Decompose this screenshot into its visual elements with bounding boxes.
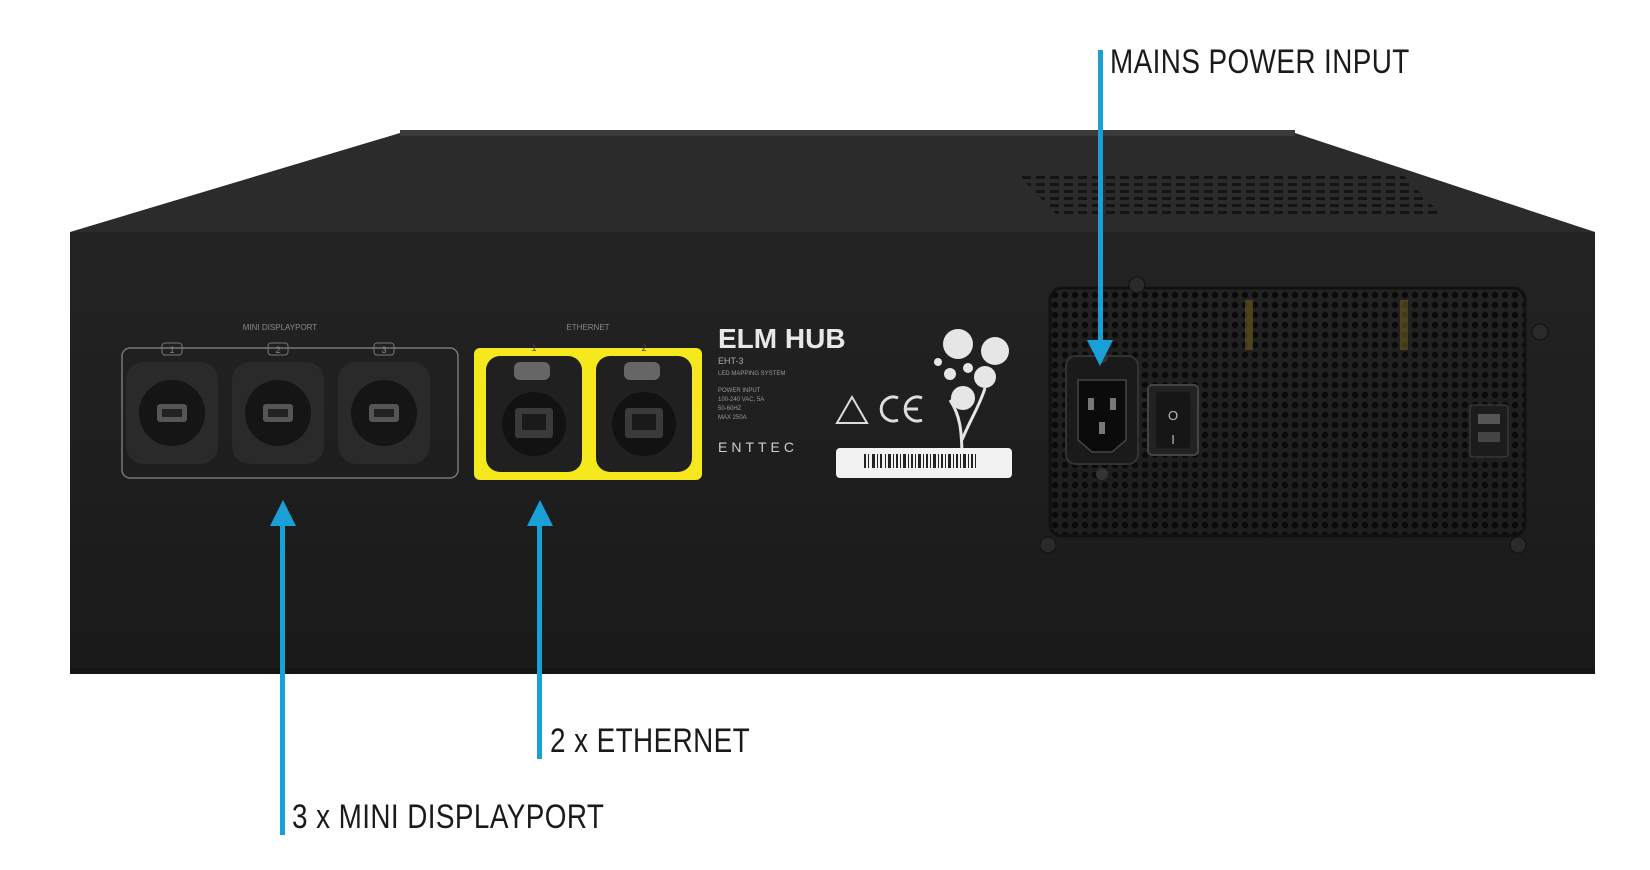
switch-on-symbol: I [1171, 432, 1175, 447]
tree-logo-icon [934, 329, 1009, 461]
minidp-section-label: MINI DISPLAYPORT [243, 323, 318, 332]
minidp-group: MINI DISPLAYPORT 1 2 3 [121, 323, 459, 479]
serial-barcode-sticker [836, 448, 1012, 478]
minidp-number-1: 1 [169, 345, 174, 355]
ce-mark-icon [879, 395, 923, 423]
iec-power-inlet [1065, 351, 1139, 480]
mains-callout-arrow-icon [1087, 340, 1113, 366]
top-vent [1015, 172, 1445, 218]
minidp-number-2: 2 [275, 345, 280, 355]
minidp-number-3: 3 [381, 345, 386, 355]
mains-power-label: MAINS POWER INPUT [1110, 43, 1410, 81]
minidp-port-3 [338, 362, 430, 464]
minidp-label: 3 x MINI DISPLAYPORT [292, 798, 605, 836]
ethernet-label: 2 x ETHERNET [550, 722, 751, 760]
power-spec-2: 100-240 VAC, 5A [718, 397, 764, 403]
ethernet-callout-arrow-icon [527, 500, 553, 526]
ethernet-number-1: 1 [531, 343, 536, 353]
ethernet-port-2 [596, 356, 692, 472]
ethernet-section-label: ETHERNET [566, 323, 609, 332]
power-rocker-switch: O I [1147, 384, 1199, 456]
ethernet-callout-line [537, 515, 542, 759]
switch-off-symbol: O [1168, 408, 1178, 423]
voltage-selector [1469, 404, 1509, 458]
minidp-callout-arrow-icon [270, 500, 296, 526]
power-spec-4: MAX 250A [718, 415, 747, 421]
power-spec-3: 50-60HZ [718, 406, 742, 412]
minidp-port-2 [232, 362, 324, 464]
brand-name: ENTTEC [718, 439, 798, 455]
model-subtitle: LED MAPPING SYSTEM [718, 371, 785, 377]
model-name: ELM HUB [718, 323, 846, 354]
model-sku: EHT-3 [718, 356, 744, 366]
minidp-callout-line [280, 515, 285, 835]
ethernet-group: ETHERNET 1 2 [474, 323, 702, 480]
ethernet-port-1 [486, 356, 582, 472]
power-supply-section: O I [1039, 276, 1549, 554]
ethernet-number-2: 2 [641, 343, 646, 353]
power-spec-1: POWER INPUT [718, 388, 761, 394]
rcm-mark-icon [835, 394, 869, 424]
mains-callout-line [1098, 50, 1103, 350]
minidp-port-1 [126, 362, 218, 464]
